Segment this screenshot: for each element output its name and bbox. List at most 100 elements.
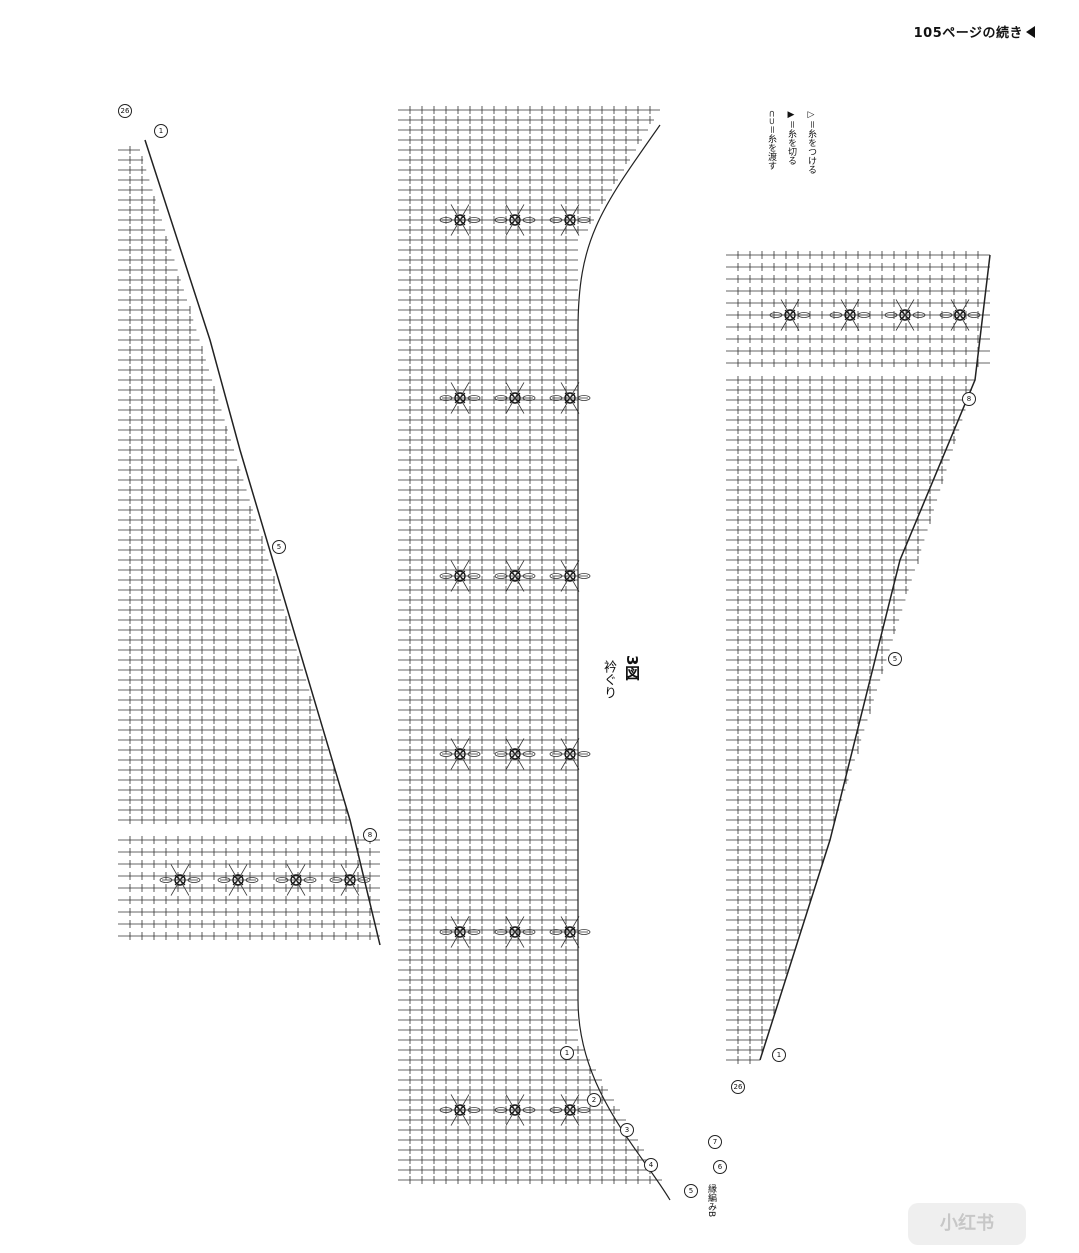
middle-motif-spoke: [514, 738, 525, 755]
middle-motif-spoke: [450, 738, 461, 755]
left-motif-spoke: [295, 864, 306, 881]
middle-motif-spoke: [569, 1109, 580, 1126]
left-motif-spoke: [349, 879, 360, 896]
row-mark-4-bottom: 4: [644, 1158, 658, 1172]
middle-motif-spoke: [514, 575, 525, 592]
middle-motif-spoke: [514, 397, 525, 414]
middle-motif-spoke: [450, 1094, 461, 1111]
row-mark-8-left: 8: [363, 828, 377, 842]
middle-motif-spoke: [505, 560, 516, 577]
middle-motif-spoke: [514, 382, 525, 399]
row-mark-26-left: 26: [118, 104, 132, 118]
middle-motif-chain: [467, 395, 481, 401]
figure-subtitle: 衿ぐり: [601, 660, 616, 699]
row-mark-7-bottom: 7: [708, 1135, 722, 1149]
row-mark-1-left: 1: [154, 124, 168, 138]
legend-text-cut: ＝糸を切る: [786, 120, 796, 166]
middle-motif-spoke: [450, 204, 461, 221]
middle-motif-spoke: [560, 1094, 571, 1111]
middle-motif-chain: [439, 395, 453, 401]
middle-motif-spoke: [560, 382, 571, 399]
middle-motif-chain: [439, 751, 453, 757]
middle-motif-spoke: [569, 219, 580, 236]
middle-motif-spoke: [450, 753, 461, 770]
middle-motif-chain: [549, 573, 563, 579]
middle-motif-chain: [467, 217, 481, 223]
middle-motif-spoke: [459, 753, 470, 770]
middle-motif-chain: [494, 1107, 508, 1113]
row-mark-5-bottom: 5: [684, 1184, 698, 1198]
middle-motif-spoke: [569, 1094, 580, 1111]
legend-item-carry: ⊂⊃＝糸を渡す: [766, 110, 776, 171]
legend-symbol-cut: ▶: [786, 110, 796, 120]
middle-motif-spoke: [560, 1109, 571, 1126]
middle-motif-spoke: [514, 931, 525, 948]
left-motif-chain: [303, 877, 317, 883]
middle-motif-spoke: [505, 1094, 516, 1111]
left-motif-chain: [187, 877, 201, 883]
middle-motif-chain: [522, 217, 536, 223]
left-motif-spoke: [286, 864, 297, 881]
middle-motif-chain: [577, 1107, 591, 1113]
row-mark-5-right: 5: [888, 652, 902, 666]
middle-motif-chain: [439, 929, 453, 935]
row-mark-1-bottom: 1: [560, 1046, 574, 1060]
middle-motif-spoke: [560, 931, 571, 948]
left-motif-spoke: [349, 864, 360, 881]
right-motif-spoke: [895, 299, 906, 316]
right-motif-spoke: [789, 314, 800, 331]
middle-motif-spoke: [505, 931, 516, 948]
right-motif-spoke: [849, 314, 860, 331]
left-motif-chain: [245, 877, 259, 883]
row-mark-1-right: 1: [772, 1048, 786, 1062]
right-motif-spoke: [840, 314, 851, 331]
left-motif-chain: [159, 877, 173, 883]
middle-motif-spoke: [459, 560, 470, 577]
middle-motif-spoke: [450, 560, 461, 577]
middle-motif-chain: [467, 1107, 481, 1113]
left-motif-spoke: [340, 879, 351, 896]
join-label: 縁編みB: [706, 1184, 716, 1218]
row-mark-3-bottom: 3: [620, 1123, 634, 1137]
left-motif-chain: [357, 877, 371, 883]
left-motif-spoke: [170, 864, 181, 881]
left-motif-spoke: [170, 879, 181, 896]
middle-motif-spoke: [459, 219, 470, 236]
middle-motif-spoke: [450, 382, 461, 399]
right-motif-chain: [857, 312, 871, 318]
middle-motif-chain: [522, 929, 536, 935]
left-motif-spoke: [228, 879, 239, 896]
middle-motif-spoke: [514, 916, 525, 933]
middle-motif-spoke: [459, 738, 470, 755]
middle-motif-spoke: [450, 219, 461, 236]
middle-motif-spoke: [514, 1094, 525, 1111]
middle-motif-spoke: [459, 397, 470, 414]
left-motif-chain: [217, 877, 231, 883]
middle-motif-chain: [522, 1107, 536, 1113]
middle-motif-spoke: [450, 1109, 461, 1126]
right-motif-spoke: [780, 314, 791, 331]
left-edge-line: [144, 139, 381, 946]
row-mark-26-right: 26: [731, 1080, 745, 1094]
middle-motif-spoke: [514, 1109, 525, 1126]
neckline-curve: [577, 124, 671, 1201]
right-edge-line: [759, 254, 991, 1061]
legend-symbol-carry: ⊂⊃: [766, 110, 776, 126]
middle-motif-spoke: [459, 1109, 470, 1126]
row-mark-6-bottom: 6: [713, 1160, 727, 1174]
middle-motif-chain: [522, 395, 536, 401]
right-motif-spoke: [950, 299, 961, 316]
middle-motif-spoke: [505, 1109, 516, 1126]
row-mark-2-bottom: 2: [587, 1093, 601, 1107]
legend-text-carry: ＝糸を渡す: [766, 125, 776, 171]
left-motif-spoke: [179, 864, 190, 881]
middle-motif-spoke: [459, 1094, 470, 1111]
right-motif-spoke: [904, 314, 915, 331]
middle-motif-chain: [494, 751, 508, 757]
middle-motif-spoke: [459, 204, 470, 221]
middle-motif-chain: [522, 751, 536, 757]
right-motif-spoke: [840, 299, 851, 316]
left-motif-spoke: [237, 864, 248, 881]
page-continuation-header: 105ページの続き: [914, 22, 1035, 41]
